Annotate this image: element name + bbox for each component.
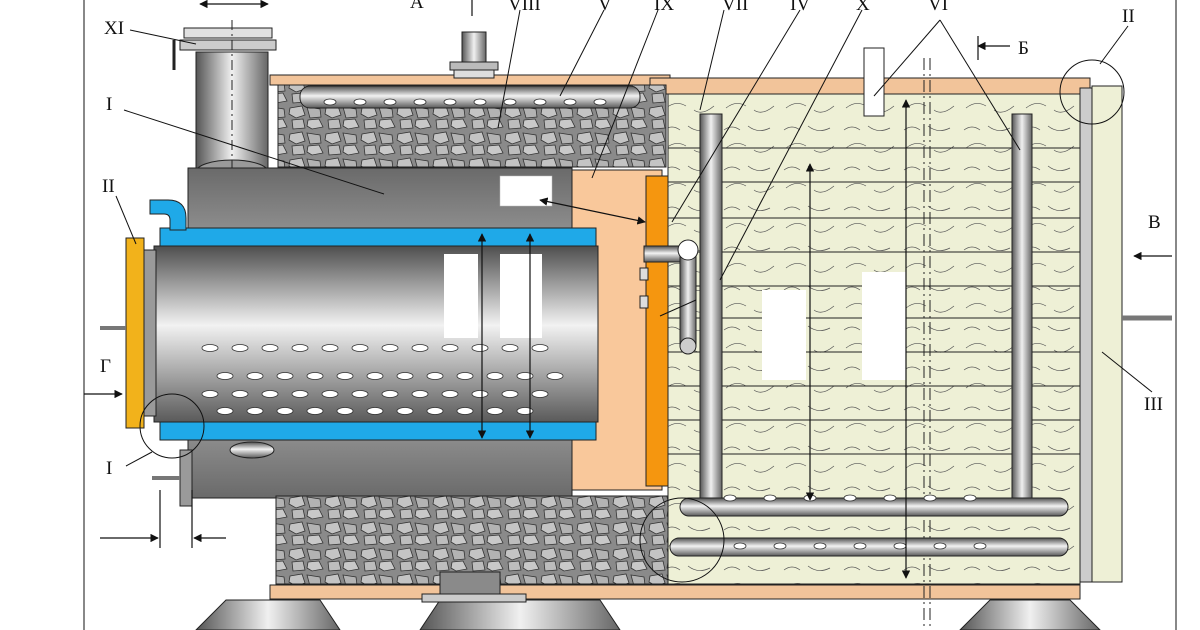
label-iii: III — [1144, 394, 1163, 415]
label-v: V — [598, 0, 612, 15]
label-ix: IX — [654, 0, 674, 15]
connecting-tube — [639, 239, 699, 355]
detail-circle-ii-top — [1059, 59, 1125, 125]
label-i-top: I — [106, 94, 112, 115]
label-v-arrow: В — [1148, 212, 1161, 233]
label-ii-left: II — [102, 176, 115, 197]
label-iv: IV — [790, 0, 810, 15]
dimension-lines — [84, 0, 1172, 579]
water-jacket-elbow — [149, 199, 187, 231]
label-vi: VI — [928, 0, 948, 15]
lower-stone-chamber — [275, 495, 669, 603]
base-supports — [195, 584, 1101, 630]
upper-stone-chamber — [277, 84, 667, 168]
label-a: А — [410, 0, 424, 13]
ash-door — [152, 449, 193, 507]
detail-circle-pipe-joint — [639, 497, 725, 583]
label-b-section: Б — [1018, 38, 1029, 59]
label-ii-top-right: II — [1122, 6, 1135, 27]
detail-circle-i-bottom — [139, 393, 205, 459]
top-nozzle — [449, 31, 499, 79]
label-vii: VII — [722, 0, 748, 15]
label-x: X — [856, 0, 870, 15]
label-viii: VIII — [508, 0, 541, 15]
perforated-combustion-tube — [153, 175, 599, 459]
distribution-pipes — [669, 494, 1069, 557]
leader-lines — [115, 9, 1153, 467]
right-door — [1079, 85, 1172, 583]
label-xi: XI — [104, 18, 124, 39]
label-g-arrow: Г — [100, 356, 111, 377]
front-flange — [100, 237, 157, 429]
label-i-bottom: I — [106, 458, 112, 479]
